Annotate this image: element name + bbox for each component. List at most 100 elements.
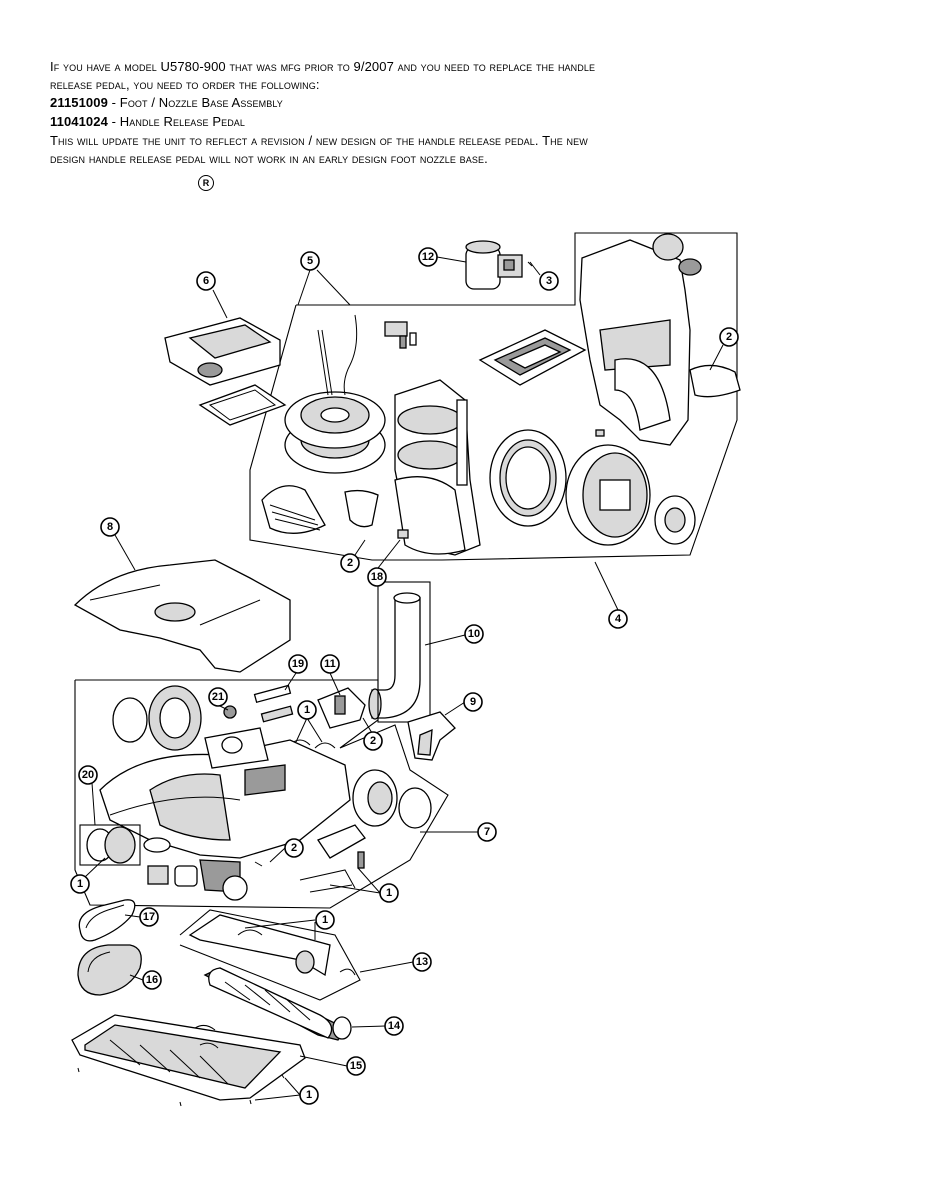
callout-17: 17 — [139, 907, 159, 927]
callout-2c: 2 — [363, 731, 383, 751]
svg-text:16: 16 — [146, 974, 158, 986]
filter-assembly — [164, 317, 287, 426]
motor-gasket — [489, 429, 567, 527]
callout-13: 13 — [412, 952, 432, 972]
callout-1c: 1 — [70, 874, 90, 894]
svg-text:14: 14 — [388, 1020, 401, 1032]
svg-text:20: 20 — [82, 769, 94, 781]
pin-part — [527, 261, 533, 267]
screw-f — [281, 1074, 285, 1079]
callout-1b: 1 — [379, 883, 399, 903]
front-wheel — [86, 826, 136, 864]
switch-part — [384, 321, 417, 349]
part-desc-1: - Foot / Nozzle Base Assembly — [107, 95, 283, 110]
svg-text:6: 6 — [203, 275, 209, 287]
callout-5: 5 — [300, 251, 320, 271]
svg-text:10: 10 — [468, 628, 480, 640]
notice-line-5: This will update the unit to reflect a r… — [50, 133, 588, 148]
part-number-1: 21151009 — [50, 95, 108, 110]
callout-21: 21 — [208, 687, 228, 707]
motor-drive-parts — [143, 837, 248, 901]
screw-e — [249, 1099, 252, 1105]
notice-line-6: design handle release pedal will not wor… — [50, 151, 488, 166]
nozzle-base-body — [99, 727, 351, 859]
callout-12: 12 — [418, 247, 438, 267]
brushroll — [203, 967, 352, 1041]
svg-text:1: 1 — [322, 914, 328, 926]
callout-7: 7 — [477, 822, 497, 842]
callout-2d: 2 — [284, 838, 304, 858]
rear-housing — [579, 233, 702, 446]
callout-9: 9 — [463, 692, 483, 712]
callout-2b: 2 — [340, 553, 360, 573]
callout-2a: 2 — [719, 327, 739, 347]
callout-1d: 1 — [315, 910, 335, 930]
callout-14: 14 — [384, 1016, 404, 1036]
svg-text:4: 4 — [615, 613, 622, 625]
notice-line-1: If you have a model U5780-900 that was m… — [50, 59, 596, 74]
svg-text:19: 19 — [292, 658, 304, 670]
screw-part-b — [254, 861, 263, 867]
svg-text:1: 1 — [77, 878, 83, 890]
svg-text:2: 2 — [370, 735, 376, 747]
bracket-part — [344, 489, 379, 528]
brushroll-end-parts — [188, 914, 356, 977]
svg-text:15: 15 — [350, 1060, 362, 1072]
base-plate — [71, 1014, 306, 1101]
callout-19: 19 — [288, 654, 308, 674]
svg-text:18: 18 — [371, 571, 383, 583]
leader-lines — [84, 256, 724, 1101]
notice-line-2: release pedal, you need to order the fol… — [50, 77, 320, 92]
svg-text:11: 11 — [324, 658, 336, 670]
screw-part — [595, 429, 605, 437]
motor-part — [565, 444, 696, 546]
svg-text:3: 3 — [546, 275, 552, 287]
screw-c — [77, 1067, 80, 1073]
svg-text:13: 13 — [416, 956, 428, 968]
callout-18: 18 — [367, 567, 387, 587]
hose-part — [368, 581, 431, 723]
callout-16: 16 — [142, 970, 162, 990]
belt-16 — [77, 944, 142, 996]
wheel-subassembly-box — [79, 824, 141, 866]
rear-wheel-right — [352, 769, 432, 829]
hose-connector-part — [465, 240, 523, 290]
latch-part — [689, 364, 741, 398]
callout-11: 11 — [320, 654, 340, 674]
axle-part — [253, 684, 294, 723]
svg-text:7: 7 — [484, 826, 490, 838]
rear-wheel-left — [112, 685, 202, 751]
callout-6: 6 — [196, 271, 216, 291]
hood-cover — [73, 559, 291, 673]
callout-1e: 1 — [299, 1085, 319, 1105]
handle-release-pedal — [407, 711, 456, 761]
exhaust-grille — [261, 485, 326, 534]
pedal-linkage — [299, 824, 366, 893]
clip-part — [397, 529, 409, 539]
registered-mark: R — [198, 175, 214, 191]
svg-text:1: 1 — [386, 887, 392, 899]
svg-text:5: 5 — [307, 255, 313, 267]
svg-text:1: 1 — [306, 1089, 312, 1101]
callout-8: 8 — [100, 517, 120, 537]
brushroll-box — [179, 909, 361, 1001]
part-line-2: 11041024 - Handle Release Pedal — [50, 113, 750, 132]
notice-block: If you have a model U5780-900 that was m… — [50, 58, 750, 168]
motor-assembly-box — [249, 232, 738, 561]
motor-cover-grille — [478, 329, 587, 386]
svg-text:21: 21 — [212, 691, 224, 703]
main-body-housing — [394, 379, 481, 556]
cord-reel-assembly — [284, 314, 386, 474]
small-bearing — [223, 705, 237, 719]
svg-text:8: 8 — [107, 521, 113, 533]
svg-text:1: 1 — [304, 704, 310, 716]
callout-10: 10 — [464, 624, 484, 644]
part-desc-2: - Handle Release Pedal — [107, 114, 246, 129]
callout-15: 15 — [346, 1056, 366, 1076]
svg-text:2: 2 — [347, 557, 353, 569]
svg-text:12: 12 — [422, 251, 434, 263]
callout-4: 4 — [608, 609, 628, 629]
part-line-1: 21151009 - Foot / Nozzle Base Assembly — [50, 94, 750, 113]
svg-text:9: 9 — [470, 696, 476, 708]
